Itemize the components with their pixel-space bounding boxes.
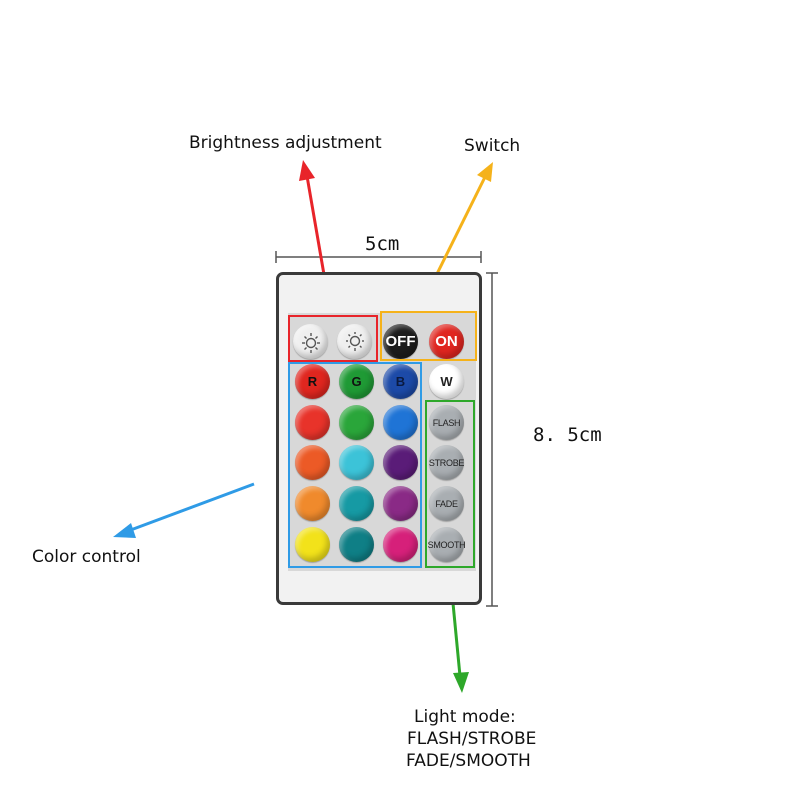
green-button-label: G bbox=[351, 374, 362, 389]
smooth-button-label: SMOOTH bbox=[427, 539, 466, 550]
color-button-8[interactable] bbox=[339, 486, 374, 521]
blue-button[interactable]: B bbox=[383, 364, 418, 399]
brightness-highlight-box bbox=[288, 315, 378, 362]
color-arrow-line bbox=[127, 482, 255, 533]
light-mode-callout-line3: FADE/SMOOTH bbox=[406, 751, 531, 771]
white-button-label: W bbox=[440, 374, 453, 389]
color-button-3[interactable] bbox=[383, 405, 418, 440]
color-button-9[interactable] bbox=[383, 486, 418, 521]
color-button-5[interactable] bbox=[339, 445, 374, 480]
red-button-label: R bbox=[307, 374, 318, 389]
brightness-up-icon bbox=[301, 332, 320, 353]
color-button-6[interactable] bbox=[383, 445, 418, 480]
color-button-10[interactable] bbox=[295, 527, 330, 562]
switch-callout: Switch bbox=[464, 136, 521, 156]
blue-button-label: B bbox=[395, 374, 406, 389]
color-control-highlight-box bbox=[288, 362, 422, 568]
off-button[interactable]: OFF bbox=[383, 324, 418, 359]
smooth-button[interactable]: SMOOTH bbox=[427, 527, 466, 562]
off-button-label: OFF bbox=[385, 333, 416, 350]
color-button-11[interactable] bbox=[339, 527, 374, 562]
brightness-callout: Brightness adjustment bbox=[189, 133, 382, 153]
width-dimension-label: 5cm bbox=[365, 233, 400, 255]
color-button-7[interactable] bbox=[295, 486, 330, 521]
height-dimension-label: 8. 5cm bbox=[533, 424, 602, 446]
red-button[interactable]: R bbox=[295, 364, 330, 399]
strobe-button-label: STROBE bbox=[428, 457, 465, 468]
fade-button[interactable]: FADE bbox=[429, 486, 464, 521]
color-button-1[interactable] bbox=[295, 405, 330, 440]
color-control-callout: Color control bbox=[32, 547, 141, 567]
on-button[interactable]: ON bbox=[429, 324, 464, 359]
switch-arrow-head bbox=[477, 162, 493, 182]
brightness-down-button[interactable] bbox=[337, 324, 372, 359]
green-button[interactable]: G bbox=[339, 364, 374, 399]
light-mode-callout-title: Light mode: bbox=[414, 707, 516, 727]
light-mode-callout-line2: FLASH/STROBE bbox=[407, 729, 537, 749]
flash-button[interactable]: FLASH bbox=[429, 405, 464, 440]
strobe-button[interactable]: STROBE bbox=[429, 445, 464, 480]
brightness-arrow-head bbox=[299, 160, 315, 181]
white-button[interactable]: W bbox=[429, 364, 464, 399]
color-button-4[interactable] bbox=[295, 445, 330, 480]
brightness-up-button[interactable] bbox=[293, 324, 328, 359]
color-arrow-head bbox=[113, 523, 136, 538]
color-button-2[interactable] bbox=[339, 405, 374, 440]
fade-button-label: FADE bbox=[435, 498, 458, 509]
switch-highlight-box bbox=[380, 311, 477, 361]
color-button-12[interactable] bbox=[383, 527, 418, 562]
brightness-down-icon bbox=[345, 331, 364, 351]
on-button-label: ON bbox=[435, 333, 458, 350]
flash-button-label: FLASH bbox=[432, 417, 461, 428]
light-mode-arrow-head bbox=[453, 672, 469, 693]
light-mode-highlight-box bbox=[425, 400, 475, 568]
